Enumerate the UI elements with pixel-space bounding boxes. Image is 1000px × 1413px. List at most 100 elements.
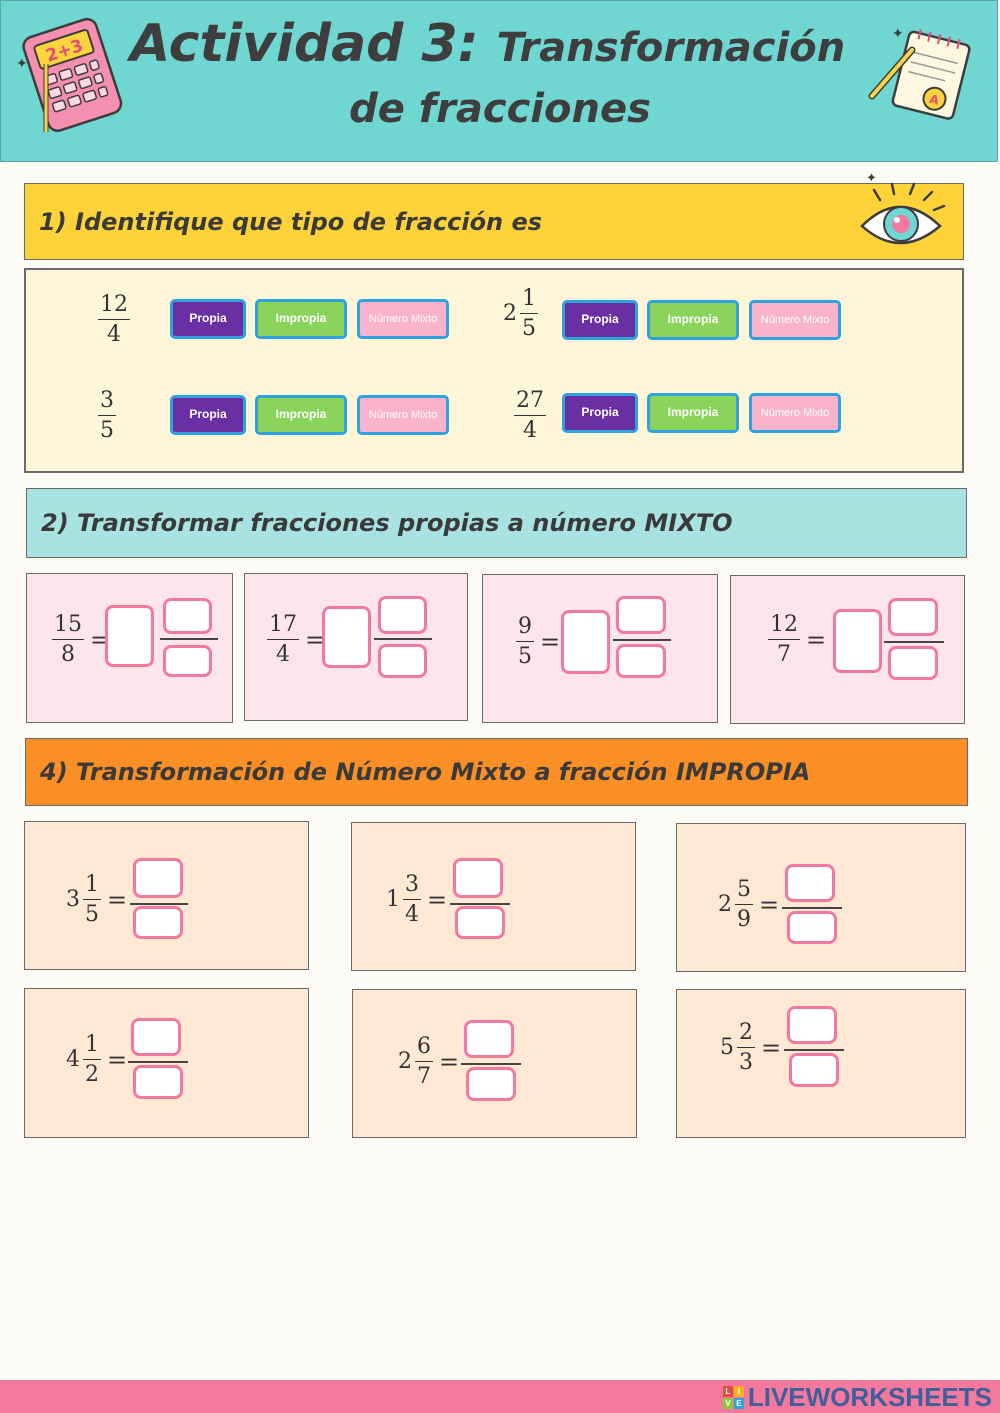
svg-text:✦: ✦ [866, 171, 877, 186]
liveworksheets-logo-icon: L I V E [722, 1385, 745, 1410]
denominator-input-5[interactable] [133, 906, 183, 939]
numerator-input-5[interactable] [133, 858, 183, 898]
denominator: 5 [522, 316, 536, 342]
option-mixto-4[interactable]: Número Mixto [749, 393, 841, 433]
numerator-input-8[interactable] [131, 1018, 181, 1056]
denominator-input-7[interactable] [787, 911, 837, 944]
numerator-input-7[interactable] [785, 864, 835, 902]
section4-title: 4) Transformación de Número Mixto a frac… [40, 758, 811, 786]
equals-sign: = [759, 890, 780, 919]
option-mixto-3[interactable]: Número Mixto [357, 395, 449, 435]
option-mixto-2[interactable]: Número Mixto [749, 300, 841, 340]
section2-title: 2) Transformar fracciones propias a núme… [41, 509, 733, 537]
whole-input-1[interactable] [105, 605, 154, 667]
section4-header: 4) Transformación de Número Mixto a frac… [25, 738, 968, 806]
numerator-input-9[interactable] [464, 1020, 514, 1058]
title-sub: Transformación [496, 25, 846, 71]
option-impropia-3[interactable]: Impropia [255, 395, 347, 435]
numerator: 3 [100, 388, 114, 413]
numerator-input-2[interactable] [378, 596, 427, 634]
numerator: 1 [85, 872, 99, 897]
option-mixto-1[interactable]: Número Mixto [357, 299, 449, 339]
whole-input-2[interactable] [322, 606, 371, 668]
denominator-input-2[interactable] [378, 644, 427, 678]
equals-sign: = [427, 885, 448, 914]
denominator: 9 [737, 907, 751, 933]
fraction-bar [130, 903, 188, 905]
numerator: 17 [269, 612, 297, 637]
fraction-bar [374, 638, 432, 640]
option-impropia-2[interactable]: Impropia [647, 300, 739, 340]
numerator-input-6[interactable] [453, 858, 503, 898]
option-propia-3[interactable]: Propia [170, 395, 246, 435]
equals-sign: = [107, 1045, 128, 1074]
fraction-bar [128, 1061, 188, 1063]
equals-sign: = [540, 627, 561, 656]
denominator-input-8[interactable] [133, 1065, 183, 1099]
option-propia-2[interactable]: Propia [562, 300, 638, 340]
section2-header: 2) Transformar fracciones propias a núme… [26, 488, 967, 558]
option-impropia-1[interactable]: Impropia [255, 299, 347, 339]
svg-text:✦: ✦ [16, 56, 28, 72]
mixto-card-2 [244, 573, 468, 721]
denominator: 3 [739, 1050, 753, 1076]
footer-bar: L I V E LIVEWORKSHEETS [0, 1380, 1000, 1413]
numerator: 6 [417, 1034, 431, 1059]
numerator: 15 [54, 612, 82, 637]
option-impropia-4[interactable]: Impropia [647, 393, 739, 433]
fraction-bar [450, 903, 510, 905]
denominator: 4 [276, 642, 290, 668]
fraction-bar [613, 639, 671, 641]
header-banner [0, 0, 998, 162]
option-propia-4[interactable]: Propia [562, 393, 638, 433]
page-subtitle: de fracciones [349, 86, 651, 132]
equals-sign: = [305, 625, 326, 654]
denominator: 5 [518, 644, 532, 670]
numerator: 2 [739, 1020, 753, 1045]
numerator: 3 [405, 872, 419, 897]
denominator-input-3[interactable] [616, 644, 666, 678]
page-title: Actividad 3: Transformación [130, 14, 845, 74]
numerator-input-4[interactable] [888, 598, 938, 636]
whole-number: 4 [66, 1047, 80, 1073]
denominator-input-1[interactable] [163, 645, 212, 677]
fraction-bar [884, 641, 944, 643]
whole-number: 2 [398, 1049, 412, 1075]
numerator-input-1[interactable] [163, 598, 212, 634]
liveworksheets-brand: L I V E LIVEWORKSHEETS [722, 1382, 992, 1413]
notepad-icon: ✦ A [868, 26, 971, 120]
numerator: 5 [737, 877, 751, 902]
numerator: 12 [100, 292, 128, 317]
numerator-input-3[interactable] [616, 596, 666, 634]
denominator-input-4[interactable] [888, 646, 938, 680]
denominator-input-9[interactable] [466, 1067, 516, 1101]
denominator-input-10[interactable] [789, 1053, 839, 1087]
whole-input-4[interactable] [833, 609, 882, 673]
numerator: 1 [85, 1032, 99, 1057]
section1-panel [24, 268, 964, 473]
numerator-input-10[interactable] [787, 1006, 837, 1044]
fraction-bar [784, 1049, 844, 1051]
denominator-input-6[interactable] [455, 906, 505, 939]
calculator-icon: 2+3 ✦ [16, 17, 123, 132]
numerator: 9 [518, 614, 532, 639]
equals-sign: = [107, 885, 128, 914]
brand-text: LIVEWORKSHEETS [747, 1382, 992, 1412]
whole-number: 3 [66, 887, 80, 913]
denominator: 4 [523, 418, 537, 444]
option-propia-1[interactable]: Propia [170, 299, 246, 339]
denominator: 2 [85, 1062, 99, 1088]
eye-icon: ✦ [860, 171, 946, 245]
whole-input-3[interactable] [561, 610, 610, 674]
whole-number: 2 [718, 892, 732, 918]
title-main: Actividad 3: [130, 14, 479, 74]
